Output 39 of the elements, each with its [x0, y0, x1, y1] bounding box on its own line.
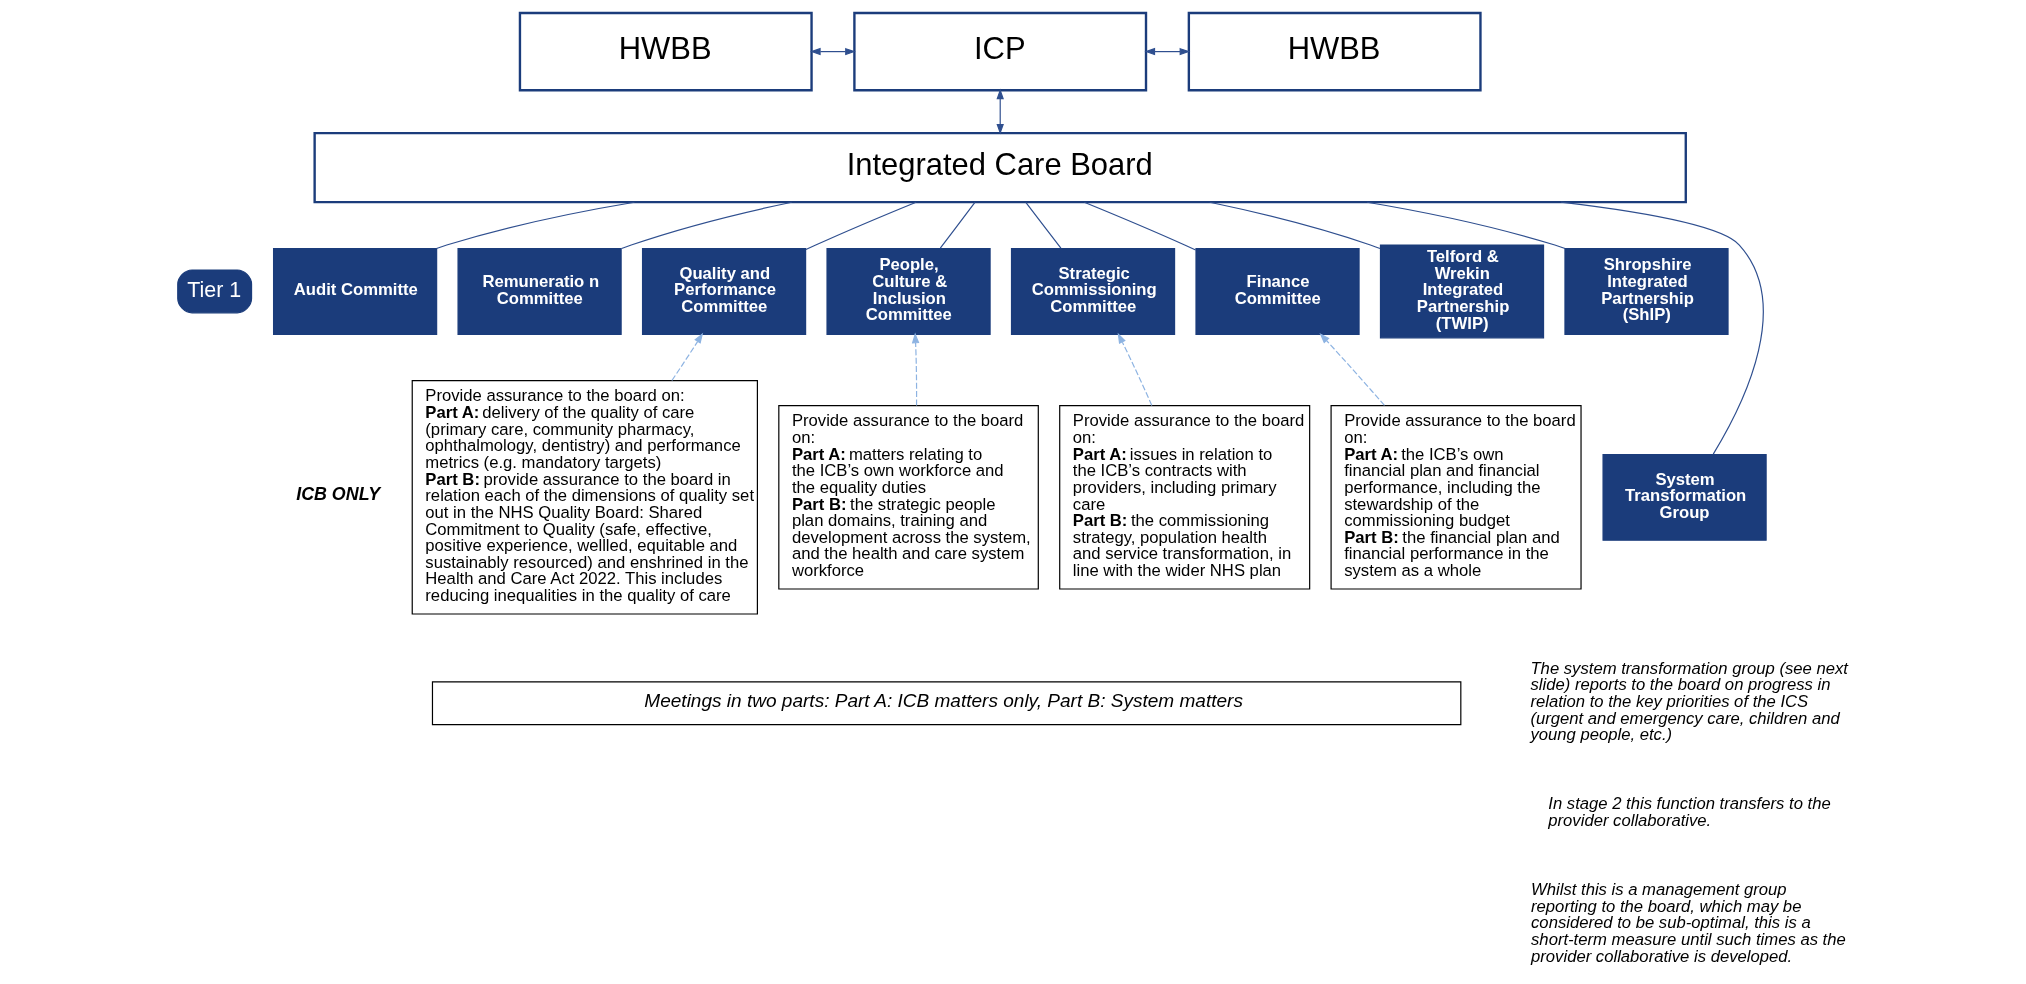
label: ICB ONLY: [296, 484, 381, 505]
arrow: [671, 332, 704, 382]
node-box: Remuneratio n Committee: [457, 248, 622, 335]
connector: [435, 201, 636, 250]
node-box: Provide assurance to the board on: Part A: matters relating to the ICB’s own workforce and the equality duties Part B: the strategic people plan domains, training and development across the system, and the health and care system workforce: [778, 405, 1039, 590]
node-box: Tier 1: [177, 269, 253, 314]
arrow: [809, 47, 856, 56]
node-label: In stage 2 this function transfers to the provider collaborative.: [1548, 794, 1831, 831]
node-box: People, Culture & Inclusion Committee: [826, 248, 991, 335]
node-box: HWBB: [1187, 11, 1482, 92]
node-box: Shropshire Integrated Partnership (ShIP): [1564, 248, 1729, 335]
connector: [1209, 201, 1381, 250]
node-box: System Transformation Group: [1602, 453, 1767, 541]
arrow: [1117, 332, 1153, 406]
node-box: Meetings in two parts: Part A: ICB matters only, Part B: System matters: [431, 681, 1462, 726]
node-box: Finance Committee: [1195, 248, 1360, 335]
node-box: Quality and Performance Committee: [641, 248, 807, 335]
arrow: [1144, 47, 1191, 56]
node-box: Strategic Commissioning Committee: [1010, 248, 1176, 335]
node-box: Telford & Wrekin Integrated Partnership (TWIP): [1379, 244, 1545, 339]
connector: [939, 201, 976, 249]
node-box: HWBB: [518, 11, 813, 92]
arrow: [1319, 333, 1386, 406]
connector: [1560, 201, 1764, 455]
node-box: Provide assurance to the board on: Part A: the ICB’s own financial plan and financial performance, including the stewardship of the commissioning budget Part B: the financial plan and financial performance in the system as a whole: [1330, 405, 1582, 590]
arrow: [911, 332, 920, 406]
node-label: The system transformation group (see next slide) reports to the board on progress in relation to the key priorities of the ICS (urgent and emergency care, children and young people, etc.): [1530, 658, 1848, 745]
node-label: Whilst this is a management group reporting to the board, which may be considered to be sub-optimal, this is a short-term measure until such times as the provider collaborative is developed.: [1531, 880, 1846, 966]
node-box: ICP: [853, 11, 1148, 92]
connector: [805, 201, 917, 251]
connector: [1366, 201, 1566, 250]
node-box: Provide assurance to the board on: Part A: issues in relation to the ICB’s contracts with providers, including primary care Part B: the commissioning strategy, population health and service transformation, in line with the wider NHS plan: [1059, 405, 1311, 590]
connector: [1025, 201, 1062, 249]
connector: [1083, 201, 1197, 251]
node-box: Provide assurance to the board on: Part A: delivery of the quality of care (primary care, community pharmacy, ophthalmology, dentistry) and performance metrics (e.g. mandatory targets) Part B: provide assurance to the board in relation each of the dimensions of quality set out in the NHS Quality Board: Shared Commitment to Quality (safe, effective, positive experience, wellled, equitable and sustainably resourced) and enshrined in the Health and Care Act 2022. This includes reducing inequalities in the quality of care: [411, 380, 758, 615]
connector: [621, 201, 793, 250]
arrow: [996, 88, 1004, 135]
node-box: Integrated Care Board: [313, 131, 1687, 204]
node-box: Audit Committe: [272, 248, 438, 335]
